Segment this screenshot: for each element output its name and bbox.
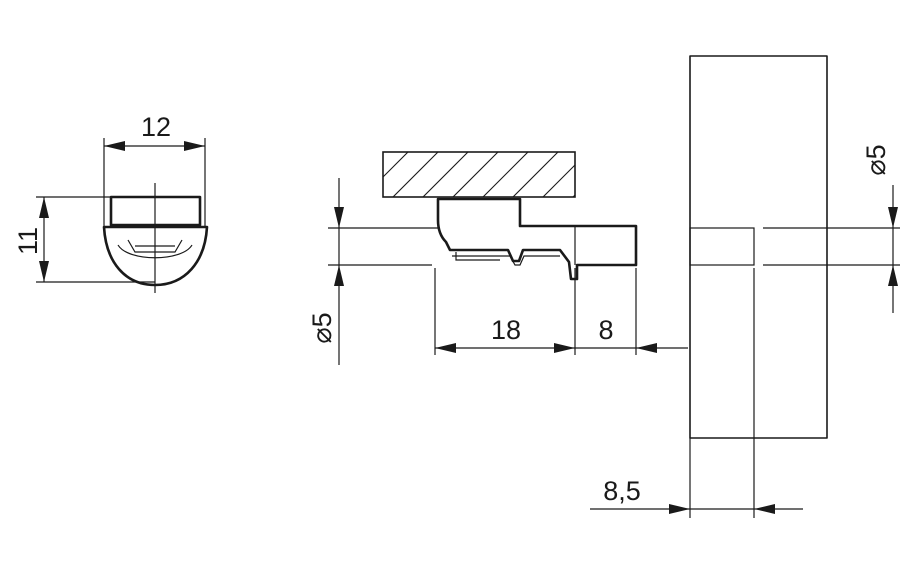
dim-label-hole-depth: 8,5	[603, 476, 641, 506]
dim-label-height: 11	[13, 227, 43, 255]
arrowhead	[435, 343, 456, 353]
arrowhead	[39, 197, 49, 218]
dim-label-pin-length: 8	[598, 315, 613, 345]
arrowhead	[669, 504, 690, 514]
dim-label-width: 12	[141, 112, 171, 142]
side-panel-view: ⌀5 8,5	[590, 55, 900, 518]
arrowhead	[184, 141, 205, 151]
support-body	[436, 197, 638, 281]
dim-label-pin-diameter: ⌀5	[307, 312, 337, 343]
support-clip-detail	[452, 255, 560, 266]
arrowhead	[554, 343, 575, 353]
shelf-hatching	[383, 152, 575, 197]
arrowhead	[888, 265, 898, 286]
arrowhead	[888, 207, 898, 228]
arrowhead	[104, 141, 125, 151]
arrowhead	[334, 207, 344, 228]
arrowhead	[39, 261, 49, 282]
side-panel	[689, 55, 828, 439]
arrowhead	[754, 504, 775, 514]
shelf-section	[382, 151, 576, 198]
arrowhead	[334, 265, 344, 286]
drilled-hole	[689, 227, 755, 266]
dim-label-hole-diameter: ⌀5	[861, 144, 891, 175]
front-view: 12 11	[13, 112, 209, 293]
support-clip-tab	[455, 252, 500, 261]
side-view: ⌀5 18 8	[307, 151, 688, 365]
arrowhead	[636, 343, 657, 353]
dim-label-support-length: 18	[491, 315, 521, 345]
